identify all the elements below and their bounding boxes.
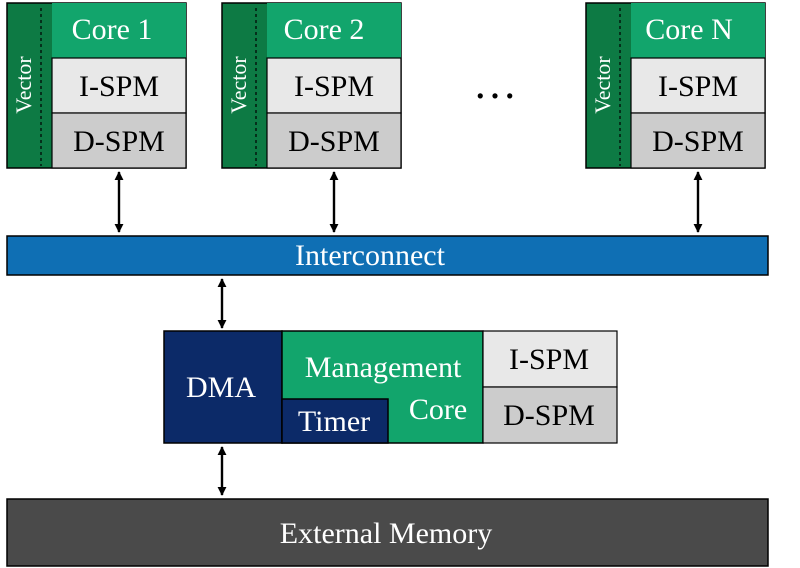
core-1-ispm-label: I-SPM: [79, 70, 159, 103]
core-2-block: Vector Core 2 I-SPM D-SPM: [221, 2, 402, 169]
core-2-dspm: [266, 112, 402, 169]
interconnect-bus: Interconnect: [6, 235, 769, 276]
management-dspm-label: D-SPM: [503, 399, 595, 432]
core-n-dspm-label: D-SPM: [652, 125, 744, 158]
management-core-label-line2: Core: [409, 393, 467, 426]
dma-label: DMA: [186, 371, 256, 404]
external-memory-block: External Memory: [6, 498, 769, 567]
core-2-ispm-label: I-SPM: [294, 70, 374, 103]
core-1-title: Core 1: [72, 13, 153, 46]
core-n-ispm-label: I-SPM: [658, 70, 738, 103]
core-1-dspm: [51, 112, 187, 169]
core-1-vector-label: Vector: [11, 56, 36, 114]
core-n-title: Core N: [645, 13, 732, 46]
core-n-dspm: [630, 112, 766, 169]
management-dspm: [482, 386, 618, 444]
management-ispm-label: I-SPM: [509, 343, 589, 376]
core-1-ispm: [51, 57, 187, 114]
timer-block: [281, 398, 389, 444]
core-2-title: Core 2: [284, 13, 365, 46]
core-2-dspm-label: D-SPM: [288, 125, 380, 158]
core-n-block: Vector Core N I-SPM D-SPM: [585, 2, 766, 169]
dma-block: [163, 330, 283, 444]
timer-label: Timer: [298, 405, 370, 438]
core-1-dspm-label: D-SPM: [73, 125, 165, 158]
core-n-ispm: [630, 57, 766, 114]
cores-ellipsis: …: [473, 59, 517, 108]
core-2-vector-label: Vector: [226, 56, 251, 114]
core-1-block: Vector Core 1 I-SPM D-SPM: [6, 2, 187, 169]
core-n-vector-label: Vector: [590, 56, 615, 114]
external-memory-label: External Memory: [280, 517, 492, 550]
management-ispm: [482, 330, 618, 388]
management-core-label-line1: Management: [305, 351, 462, 384]
interconnect-label: Interconnect: [295, 239, 446, 272]
management-block: DMA Management Core Timer I-SPM D-SPM: [163, 330, 618, 444]
